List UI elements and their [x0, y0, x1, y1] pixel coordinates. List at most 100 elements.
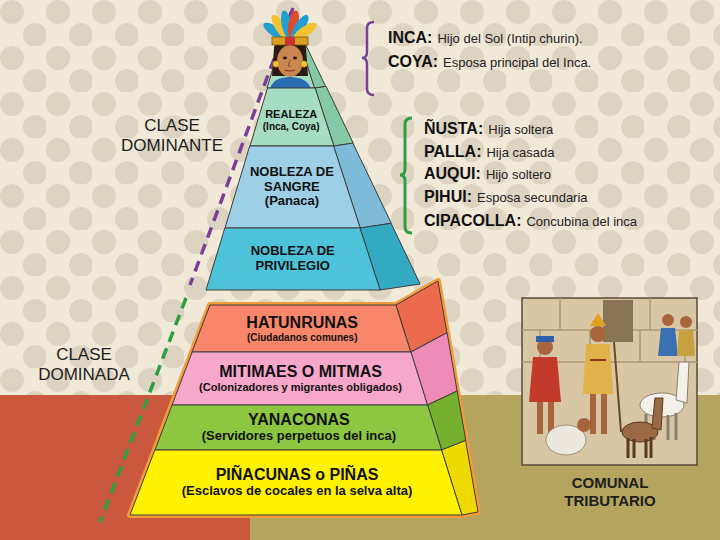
definition-row: AUQUI: Hijo soltero — [424, 165, 551, 183]
tributary-illustration-part — [529, 357, 561, 402]
inca-portrait-part — [277, 45, 303, 77]
band-subtitle: (Inca, Coya) — [263, 121, 320, 133]
class-label: CLASE DOMINANTE — [116, 116, 228, 157]
band-subtitle: (Esclavos de cocales en la selva alta) — [182, 484, 413, 499]
band-title: PIÑACUNAS o PIÑAS — [216, 466, 379, 484]
band-front-face — [192, 305, 411, 352]
inca-portrait-part — [285, 37, 295, 45]
ground-part — [0, 0, 720, 395]
term: PIHUI: — [424, 188, 472, 206]
definition: Hijo soltero — [486, 167, 551, 182]
band-title: NOBLEZA DE PRIVILEGIO — [237, 244, 349, 274]
band-front-face — [225, 146, 360, 228]
tributary-illustration-part — [658, 328, 678, 356]
tributary-illustration-part — [676, 362, 689, 403]
band-front-face — [155, 405, 442, 450]
lower-pyramid-outline-part — [130, 281, 478, 515]
band-front-face — [130, 450, 462, 515]
definition: Hija soltera — [488, 122, 553, 137]
band-title: REALEZA — [265, 108, 317, 121]
term: COYA: — [388, 53, 438, 71]
pyramid-apex — [267, 12, 326, 88]
inca-portrait-part — [272, 37, 308, 45]
term: PALLA: — [424, 143, 481, 161]
band-subtitle: (Panaca) — [265, 194, 319, 209]
inca-portrait-part — [301, 61, 307, 67]
definition: Esposa secundaria — [477, 190, 588, 205]
band-text-box: HATUNRUNAS(Ciudadanos comunes) — [193, 305, 412, 352]
inca-portrait-part — [293, 57, 297, 60]
band-text-box: NOBLEZA DE PRIVILEGIO — [206, 228, 380, 290]
definition-row: INCA: Hijo del Sol (Intip churin). — [388, 29, 583, 47]
band-text-box: REALEZA(Inca, Coya) — [249, 88, 333, 146]
inca-portrait-part — [288, 60, 291, 66]
band-text-box: NOBLEZA DE SANGRE(Panaca) — [224, 146, 359, 228]
tributary-illustration-part — [680, 316, 692, 328]
band-subtitle: (Colonizadores y migrantes obligados) — [199, 381, 402, 394]
tributary-illustration-part — [590, 359, 606, 361]
band-title: MITIMAES O MITMAS — [219, 363, 382, 381]
tributary-illustration-part — [536, 336, 554, 342]
band-subtitle: (Servidores perpetuos del inca) — [202, 429, 396, 444]
blood-nobility-band: NOBLEZA DE SANGRE(Panaca) — [225, 146, 360, 228]
band-title: NOBLEZA DE SANGRE — [242, 165, 342, 195]
tributary-illustration-part — [590, 313, 606, 326]
band-front-face — [206, 228, 380, 290]
term: AUQUI: — [424, 165, 481, 183]
band-front-face — [250, 88, 334, 146]
definition-row: ÑUSTA: Hija soltera — [424, 120, 553, 138]
band-title: YANACONAS — [248, 411, 350, 429]
caption-label: COMUNAL TRIBUTARIO — [545, 474, 675, 510]
slave-band: PIÑACUNAS o PIÑAS(Esclavos de cocales en… — [130, 450, 462, 515]
colonist-band: MITIMAES O MITMAS(Colonizadores y migran… — [172, 352, 428, 405]
definition-row: COYA: Esposa principal del Inca. — [388, 53, 591, 71]
tributary-illustration-part — [603, 300, 633, 342]
band-front-face — [172, 352, 428, 405]
tributary-illustration — [522, 298, 697, 465]
tributary-illustration-part — [614, 342, 621, 432]
lower-pyramid-outline — [130, 281, 478, 515]
servant-band: YANACONAS(Servidores perpetuos del inca) — [155, 405, 442, 450]
curly-bracket-part — [362, 22, 374, 95]
definition-row: PIHUI: Esposa secundaria — [424, 188, 588, 206]
band-text-box: MITIMAES O MITMAS(Colonizadores y migran… — [173, 352, 429, 405]
definition: Esposa principal del Inca. — [443, 55, 591, 70]
inca-portrait-part — [273, 61, 279, 67]
tributary-illustration-part — [590, 326, 606, 342]
definition: Concubina del inca — [526, 214, 637, 229]
inca-portrait-part — [285, 70, 295, 71]
term: INCA: — [388, 29, 432, 47]
definition: Hija casada — [486, 145, 554, 160]
tributary-illustration-part — [537, 402, 543, 434]
term: CIPACOLLA: — [424, 212, 521, 230]
privilege-nobility-band: NOBLEZA DE PRIVILEGIO — [206, 228, 380, 290]
tributary-illustration-part — [628, 437, 651, 458]
band-text-box: YANACONAS(Servidores perpetuos del inca) — [156, 405, 443, 450]
definition-row: CIPACOLLA: Concubina del inca — [424, 212, 637, 230]
class-label: CLASE DOMINADA — [34, 345, 134, 386]
tributary-illustration-part — [662, 314, 674, 326]
tributary-illustration-part — [522, 298, 697, 465]
inca-portrait-part — [283, 57, 287, 60]
tributary-illustration-part — [590, 394, 596, 434]
tributary-illustration-part — [652, 398, 663, 430]
curly-bracket-part — [400, 118, 412, 233]
term: ÑUSTA: — [424, 120, 483, 138]
band-subtitle: (Ciudadanos comunes) — [247, 332, 358, 344]
inca-portrait — [261, 10, 319, 88]
tributary-illustration-part — [677, 330, 695, 356]
inca-portrait-part — [270, 77, 311, 88]
royalty-band: REALEZA(Inca, Coya) — [250, 88, 334, 146]
definition: Hijo del Sol (Intip churin). — [437, 31, 582, 46]
tributary-illustration-part — [577, 418, 591, 432]
commoner-band: HATUNRUNAS(Ciudadanos comunes) — [192, 305, 411, 352]
band-title: HATUNRUNAS — [246, 314, 358, 332]
definition-row: PALLA: Hija casada — [424, 143, 554, 161]
band-text-box: PIÑACUNAS o PIÑAS(Esclavos de cocales en… — [131, 450, 463, 515]
inca-portrait-part — [272, 40, 308, 76]
tributary-illustration-part — [583, 344, 613, 394]
tributary-illustration-part — [601, 394, 607, 434]
